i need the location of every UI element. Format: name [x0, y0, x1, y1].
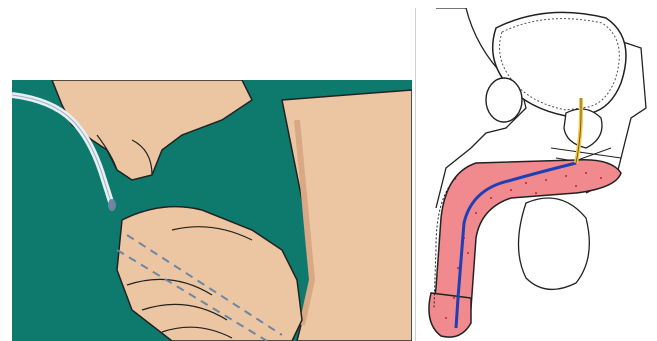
anatomy-diagram: [415, 8, 656, 341]
glans: [429, 293, 471, 337]
testis: [519, 198, 590, 289]
prostate: [564, 109, 602, 148]
catheter-tip-icon: [108, 199, 116, 211]
anatomy-drawing: [416, 8, 656, 341]
pubic-bone: [486, 78, 522, 122]
insertion-drawing: [12, 80, 412, 341]
catheter-insertion-illustration: [12, 80, 412, 341]
